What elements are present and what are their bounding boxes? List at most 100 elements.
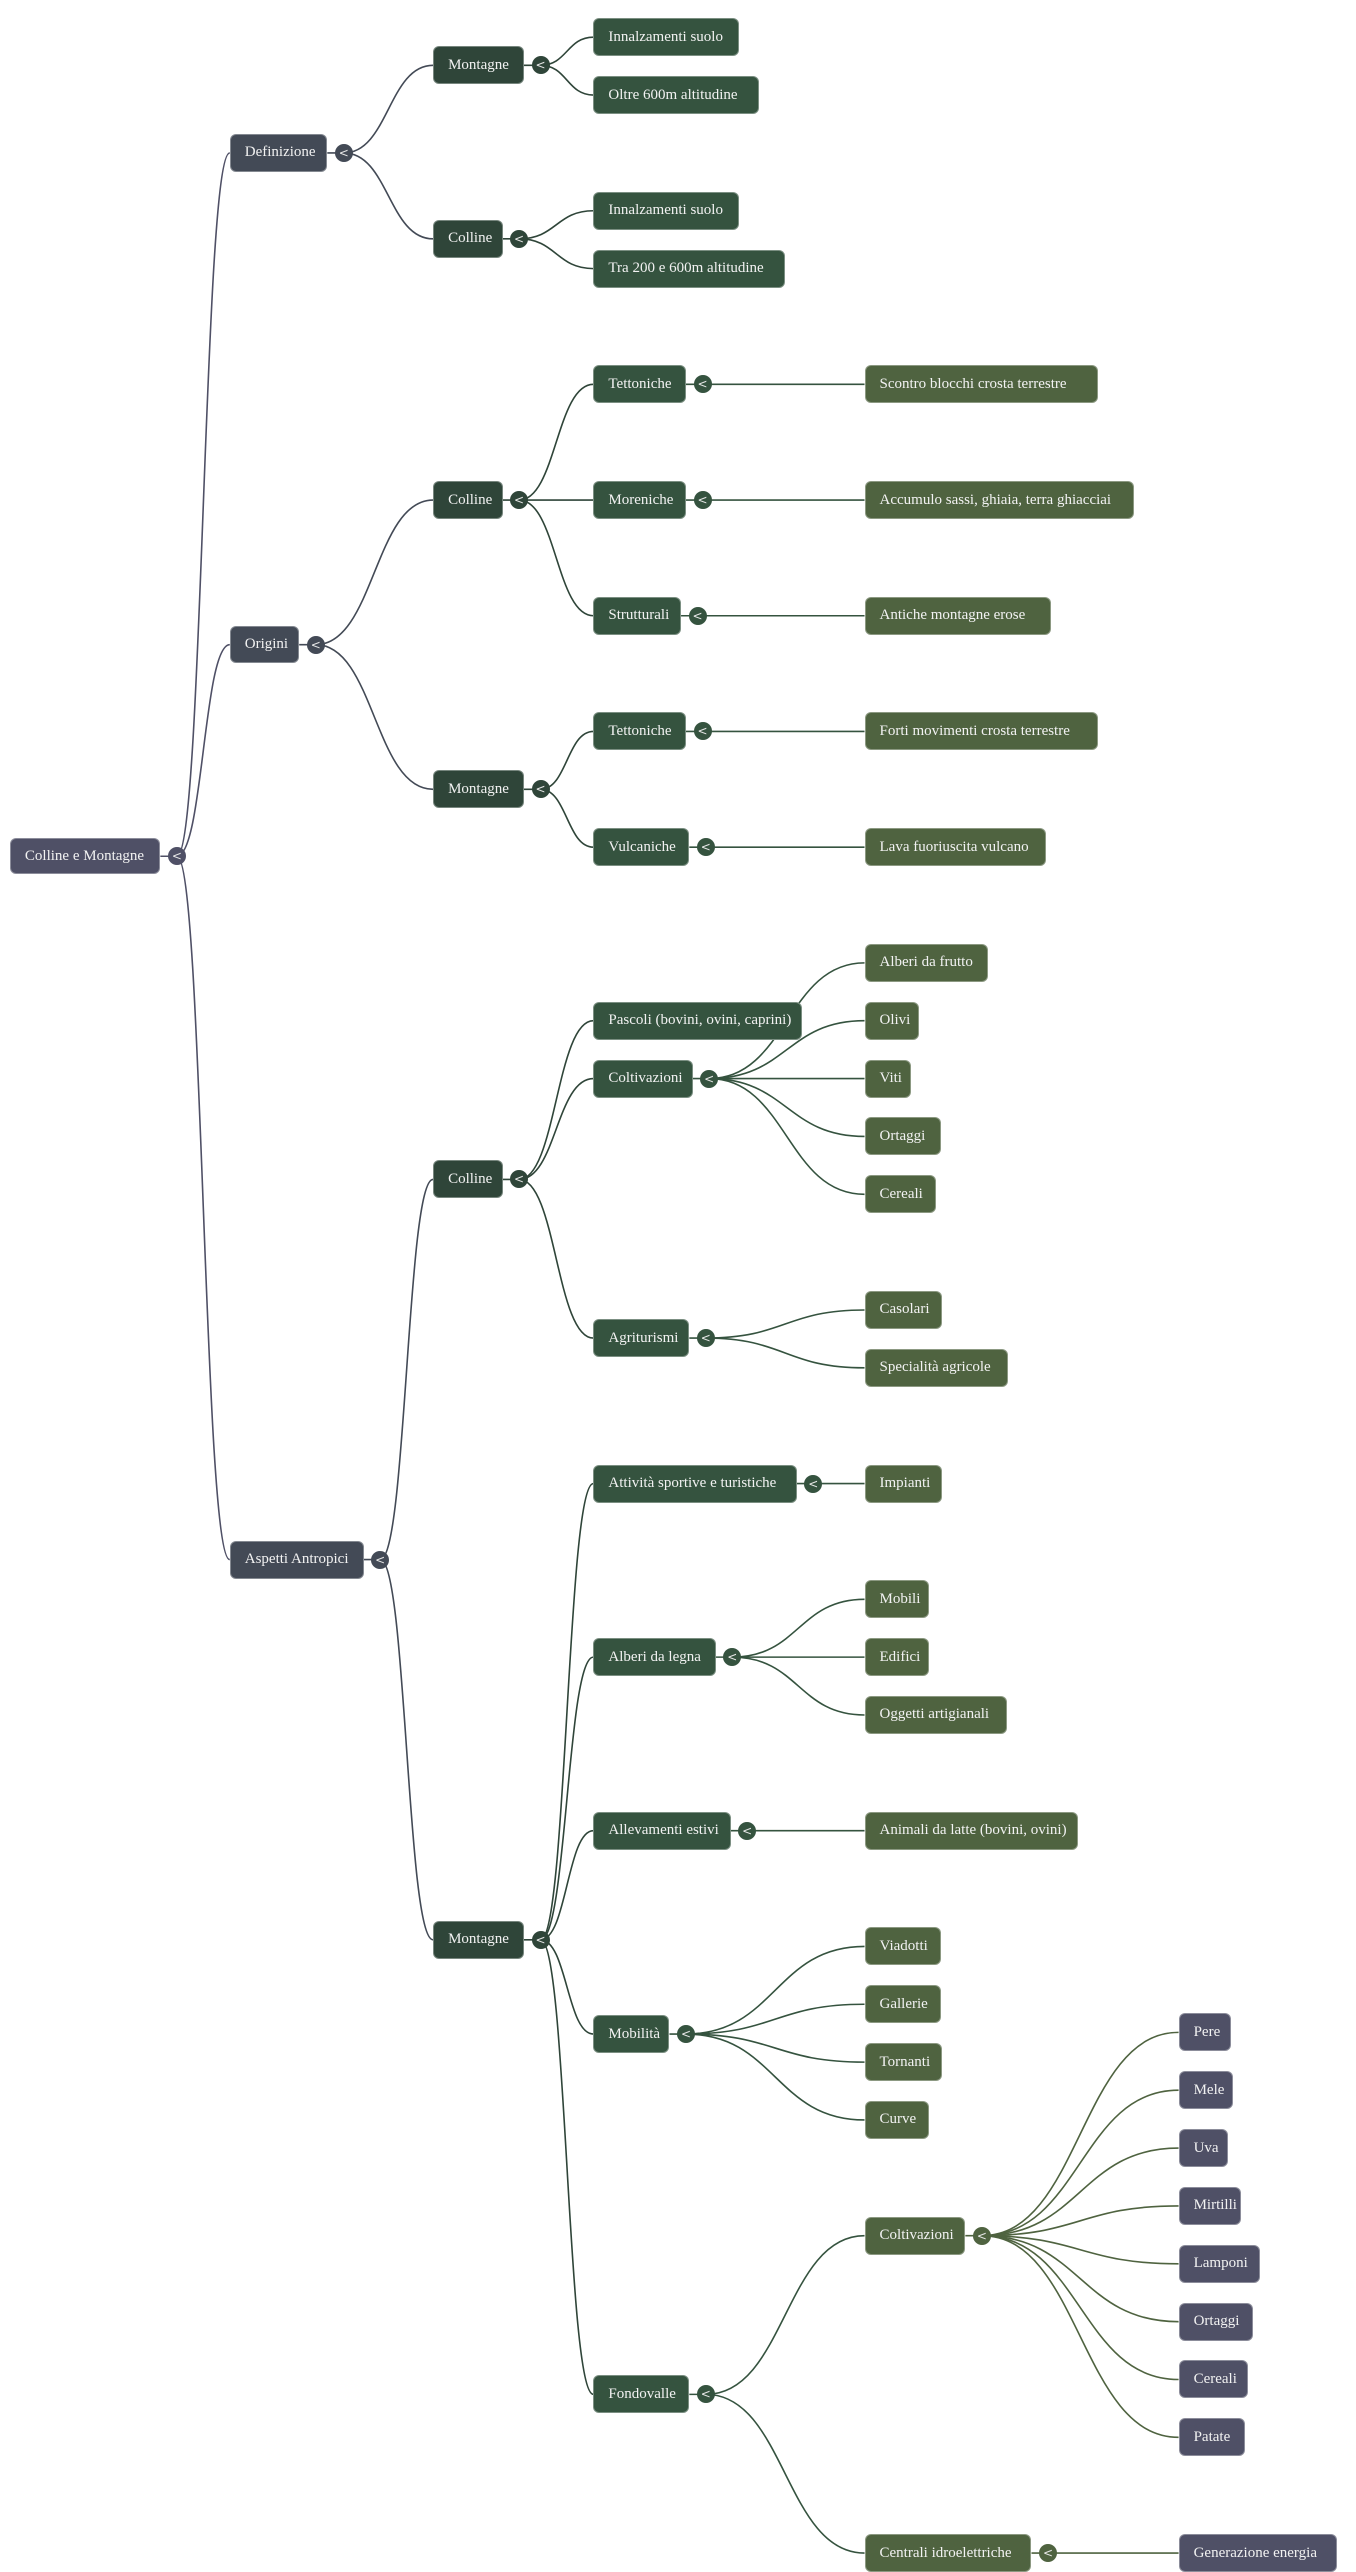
collapse-toggle-strutturali[interactable]: < xyxy=(688,606,707,625)
node-colline[interactable]: Colline xyxy=(433,481,503,520)
connector xyxy=(981,2234,1179,2323)
collapse-toggle-attivita-sportive-e-turistiche[interactable]: < xyxy=(804,1474,823,1493)
collapse-toggle-fondovalle[interactable]: < xyxy=(696,2385,715,2404)
node-centrali-idroelettriche[interactable]: Centrali idroelettriche xyxy=(864,2534,1032,2572)
collapse-toggle-coltivazioni[interactable]: < xyxy=(972,2226,991,2245)
node-tettoniche[interactable]: Tettoniche xyxy=(593,712,686,751)
collapse-toggle-colline[interactable]: < xyxy=(510,1170,529,1189)
node-edifici[interactable]: Edifici xyxy=(864,1638,929,1677)
node-uva[interactable]: Uva xyxy=(1178,2129,1229,2168)
chevron-left-icon: < xyxy=(742,1823,753,1838)
chevron-left-icon: < xyxy=(808,1476,819,1491)
node-cereali[interactable]: Cereali xyxy=(864,1175,936,1214)
collapse-toggle-agriturismi[interactable]: < xyxy=(696,1329,715,1348)
node-fondovalle[interactable]: Fondovalle xyxy=(593,2375,690,2414)
node-montagne[interactable]: Montagne xyxy=(433,770,524,809)
collapse-toggle-colline[interactable]: < xyxy=(510,229,529,248)
node-moreniche[interactable]: Moreniche xyxy=(593,481,686,520)
node-mele[interactable]: Mele xyxy=(1178,2071,1234,2110)
chevron-left-icon: < xyxy=(704,1071,715,1086)
collapse-toggle-alberi-da-legna[interactable]: < xyxy=(723,1648,742,1667)
node-strutturali[interactable]: Strutturali xyxy=(593,596,682,635)
node-coltivazioni[interactable]: Coltivazioni xyxy=(593,1059,693,1098)
collapse-toggle-montagne[interactable]: < xyxy=(531,1930,550,1949)
node-gallerie[interactable]: Gallerie xyxy=(864,1985,941,2024)
chevron-left-icon: < xyxy=(700,840,711,855)
collapse-toggle-mobilita[interactable]: < xyxy=(676,2025,695,2044)
chevron-left-icon: < xyxy=(375,1552,386,1567)
collapse-toggle-origini[interactable]: < xyxy=(306,635,325,654)
node-tettoniche[interactable]: Tettoniche xyxy=(593,365,686,404)
node-montagne[interactable]: Montagne xyxy=(433,1920,524,1959)
collapse-toggle-centrali-idroelettriche[interactable]: < xyxy=(1039,2544,1057,2563)
node-attivita-sportive-e-turistiche[interactable]: Attività sportive e turistiche xyxy=(593,1464,797,1503)
connector xyxy=(315,499,434,646)
node-mobilita[interactable]: Mobilità xyxy=(593,2015,670,2054)
connector xyxy=(981,2205,1179,2237)
collapse-toggle-tettoniche[interactable]: < xyxy=(693,375,712,394)
node-definizione[interactable]: Definizione xyxy=(229,133,328,172)
connector xyxy=(519,238,594,270)
node-impianti[interactable]: Impianti xyxy=(864,1464,943,1503)
node-alberi-da-frutto[interactable]: Alberi da frutto xyxy=(864,943,989,982)
collapse-toggle-moreniche[interactable]: < xyxy=(693,491,712,510)
node-forti-movimenti-crosta-terrestre[interactable]: Forti movimenti crosta terrestre xyxy=(864,712,1098,751)
collapse-toggle-coltivazioni[interactable]: < xyxy=(700,1069,719,1088)
collapse-toggle-allevamenti-estivi[interactable]: < xyxy=(738,1821,757,1840)
node-antiche-montagne-erose[interactable]: Antiche montagne erose xyxy=(864,596,1052,635)
node-colline[interactable]: Colline xyxy=(433,1160,503,1199)
chevron-left-icon: < xyxy=(514,493,525,508)
node-scontro-blocchi-crosta-terrestre[interactable]: Scontro blocchi crosta terrestre xyxy=(864,365,1098,404)
collapse-toggle-aspetti-antropici[interactable]: < xyxy=(371,1550,390,1569)
node-mirtilli[interactable]: Mirtilli xyxy=(1178,2186,1242,2225)
collapse-toggle-montagne[interactable]: < xyxy=(531,780,550,799)
node-oltre-600m-altitudine[interactable]: Oltre 600m altitudine xyxy=(593,76,759,115)
node-innalzamenti-suolo[interactable]: Innalzamenti suolo xyxy=(593,191,739,230)
node-aspetti-antropici[interactable]: Aspetti Antropici xyxy=(229,1540,364,1579)
node-oggetti-artigianali[interactable]: Oggetti artigianali xyxy=(864,1695,1007,1734)
node-casolari[interactable]: Casolari xyxy=(864,1290,943,1329)
collapse-toggle-vulcaniche[interactable]: < xyxy=(696,838,715,857)
node-olivi[interactable]: Olivi xyxy=(864,1001,920,1040)
node-alberi-da-legna[interactable]: Alberi da legna xyxy=(593,1638,716,1677)
connector xyxy=(540,1939,594,2396)
collapse-toggle-definizione[interactable]: < xyxy=(334,143,353,162)
node-mobili[interactable]: Mobili xyxy=(864,1580,929,1619)
node-patate[interactable]: Patate xyxy=(1178,2418,1245,2457)
collapse-toggle-colline-e-montagne[interactable]: < xyxy=(167,847,186,866)
node-allevamenti-estivi[interactable]: Allevamenti estivi xyxy=(593,1811,731,1850)
node-agriturismi[interactable]: Agriturismi xyxy=(593,1319,690,1358)
connector xyxy=(981,2234,1179,2381)
node-vulcaniche[interactable]: Vulcaniche xyxy=(593,828,690,867)
connector xyxy=(705,1337,865,1369)
collapse-toggle-colline[interactable]: < xyxy=(510,491,529,510)
node-colline[interactable]: Colline xyxy=(433,219,503,258)
node-animali-da-latte-bovini-ovini[interactable]: Animali da latte (bovini, ovini) xyxy=(864,1811,1078,1850)
node-ortaggi[interactable]: Ortaggi xyxy=(864,1117,941,1156)
node-pascoli-bovini-ovini-caprini[interactable]: Pascoli (bovini, ovini, caprini) xyxy=(593,1001,802,1040)
node-cereali[interactable]: Cereali xyxy=(1178,2360,1248,2399)
node-lamponi[interactable]: Lamponi xyxy=(1178,2244,1260,2283)
node-viadotti[interactable]: Viadotti xyxy=(864,1927,941,1966)
node-pere[interactable]: Pere xyxy=(1178,2013,1232,2052)
node-accumulo-sassi-ghiaia-terra-ghiacciai[interactable]: Accumulo sassi, ghiaia, terra ghiacciai xyxy=(864,481,1134,520)
node-lava-fuoriuscita-vulcano[interactable]: Lava fuoriuscita vulcano xyxy=(864,828,1047,867)
node-ortaggi[interactable]: Ortaggi xyxy=(1178,2302,1253,2341)
node-innalzamenti-suolo[interactable]: Innalzamenti suolo xyxy=(593,18,739,57)
node-colline-e-montagne[interactable]: Colline e Montagne xyxy=(9,838,161,875)
node-generazione-energia[interactable]: Generazione energia xyxy=(1178,2534,1338,2572)
node-coltivazioni[interactable]: Coltivazioni xyxy=(864,2216,966,2255)
connector xyxy=(518,1178,594,1339)
node-specialita-agricole[interactable]: Specialità agricole xyxy=(864,1348,1009,1387)
connector xyxy=(705,1309,865,1339)
node-montagne[interactable]: Montagne xyxy=(433,46,524,85)
node-tornanti[interactable]: Tornanti xyxy=(864,2043,943,2082)
node-origini[interactable]: Origini xyxy=(229,626,300,663)
chevron-left-icon: < xyxy=(976,2228,987,2243)
node-viti[interactable]: Viti xyxy=(864,1059,911,1098)
collapse-toggle-tettoniche[interactable]: < xyxy=(693,722,712,741)
node-tra-200-e-600m-altitudine[interactable]: Tra 200 e 600m altitudine xyxy=(593,249,786,288)
collapse-toggle-montagne[interactable]: < xyxy=(531,56,550,75)
node-curve[interactable]: Curve xyxy=(864,2100,929,2139)
